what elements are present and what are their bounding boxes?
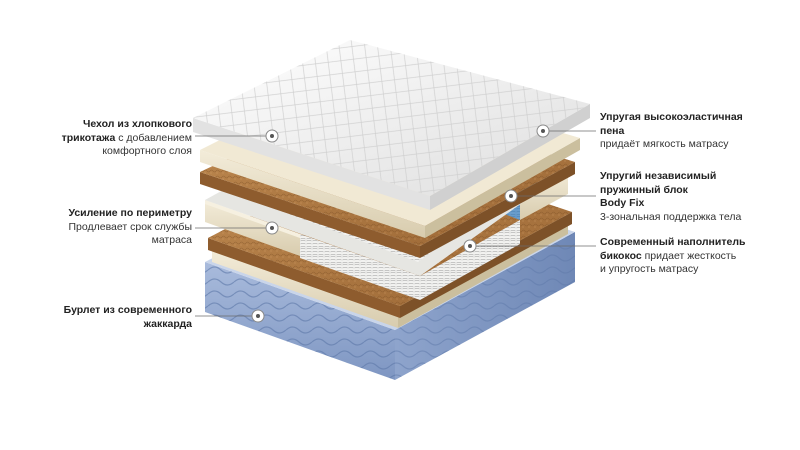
- label-filler-line2-rest: придает жесткость: [641, 249, 737, 262]
- label-filler-line3: и упругость матрасу: [600, 263, 699, 275]
- label-burlet-line1: Бурлет из современного: [63, 304, 192, 316]
- label-burlet: Бурлет из современного жаккарда: [40, 304, 192, 331]
- label-perimeter-title: Усиление по периметру: [68, 207, 192, 219]
- label-springs-line1: Упругий независимый: [600, 170, 717, 182]
- label-perimeter-desc1: Продлевает срок службы: [68, 220, 193, 233]
- label-cover: Чехол из хлопкового трикотажа с добавлен…: [40, 118, 192, 159]
- label-cover-line3: комфортного слоя: [102, 145, 192, 157]
- label-foam-line1: Упругая высокоэластичная: [600, 111, 743, 123]
- label-foam-desc: придаёт мягкость матрасу: [600, 138, 729, 150]
- label-cover-line2-rest: с добавлением: [115, 131, 192, 144]
- label-filler-line2-bold: бикокос: [600, 249, 642, 262]
- label-cover-line1: Чехол из хлопкового: [82, 118, 192, 130]
- label-perimeter: Усиление по периметру Продлевает срок сл…: [40, 207, 192, 248]
- label-foam: Упругая высокоэластичная пена придаёт мя…: [600, 111, 790, 152]
- leader-lines: [195, 130, 596, 317]
- label-springs: Упругий независимый пружинный блок Body …: [600, 170, 790, 224]
- label-cover-line2-bold: трикотажа: [61, 131, 116, 144]
- label-filler-line1: Современный наполнитель: [600, 236, 746, 248]
- label-springs-line2: пружинный блок: [600, 183, 688, 196]
- label-perimeter-desc2: матраса: [151, 234, 192, 246]
- label-burlet-line2: жаккарда: [143, 317, 192, 330]
- quilted-cover-layer: [193, 40, 590, 210]
- label-filler: Современный наполнитель бикокос придает …: [600, 236, 790, 277]
- label-foam-line2: пена: [600, 124, 625, 137]
- label-springs-line3: Body Fix: [600, 197, 645, 209]
- label-springs-desc: 3-зональная поддержка тела: [600, 210, 742, 223]
- callout-dots: [251, 124, 550, 323]
